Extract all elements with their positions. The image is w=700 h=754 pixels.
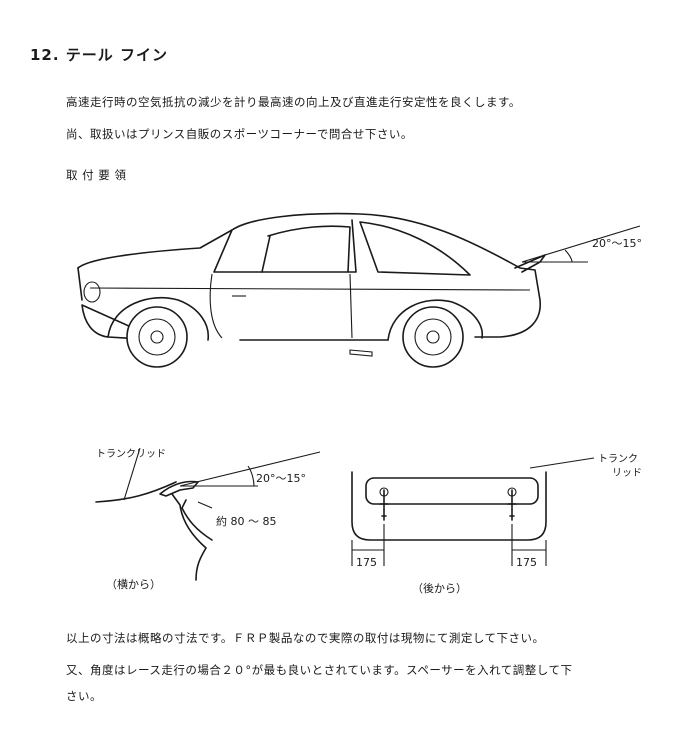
intro-line-2: 尚、取扱いはプリンス自販のスポーツコーナーで問合せ下さい。 [66,127,413,141]
page-title: 12. テール フイン [30,46,169,64]
car-angle-label: 20°～15° [592,237,642,250]
footer-line-2: 又、角度はレース走行の場合２０°が最も良いとされています。スペーサーを入れて調整… [66,663,573,677]
side-dimension-label: 約 80 ～ 85 [216,515,277,528]
side-angle-label: 20°～15° [256,472,306,485]
intro-line-1: 高速走行時の空気抵抗の減少を計り最高速の向上及び直進走行安定性を良くします。 [66,95,521,109]
rear-dim-left: 175 [356,556,377,569]
side-trunk-lid-label: トランクリッド [96,449,166,460]
footer-line-1: 以上の寸法は概略の寸法です。ＦＲＰ製品なので実際の取付は現物にて測定して下さい。 [66,631,545,645]
rear-trunk-label-2: リッド [612,468,642,479]
rear-dim-right: 175 [516,556,537,569]
rear-view-caption: （後から） [412,582,467,595]
footer-line-3: さい。 [66,689,102,703]
section-heading: 取 付 要 領 [66,168,127,182]
side-view-caption: （横から） [106,578,161,591]
rear-trunk-label-1: トランク [598,454,638,465]
